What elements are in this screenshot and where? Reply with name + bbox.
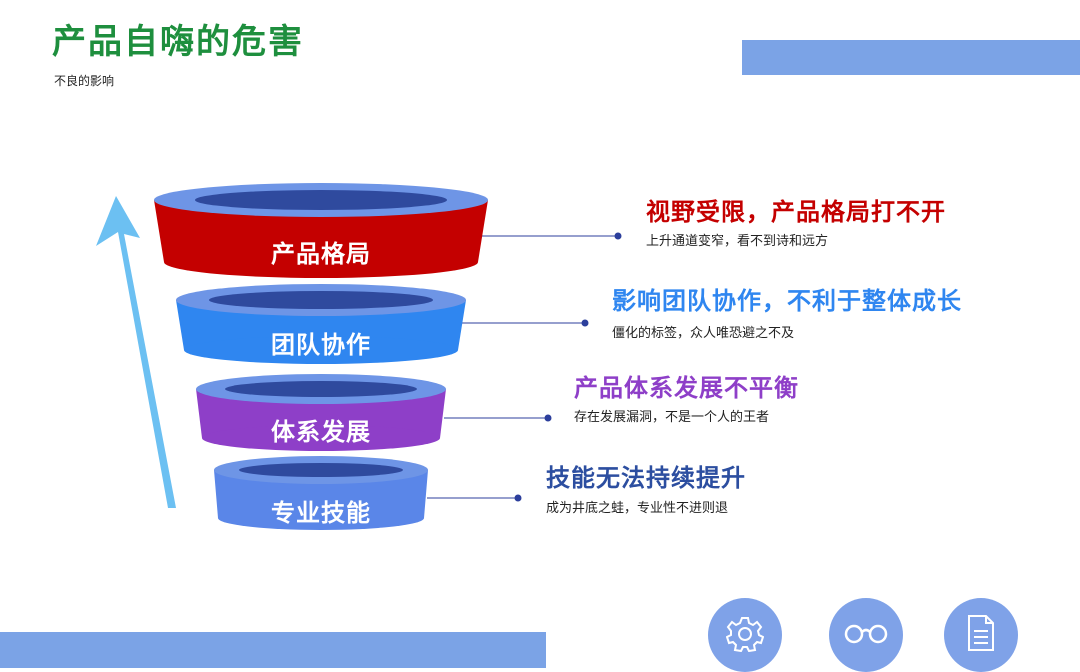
funnel-label-2: 团队协作 (271, 330, 371, 359)
connector-lines (427, 232, 622, 502)
point-text-3: 存在发展漏洞，不是一个人的王者 (574, 410, 770, 425)
up-arrow (96, 196, 176, 508)
view-button[interactable] (829, 598, 903, 672)
settings-button[interactable] (708, 598, 782, 672)
point-text-1: 上升通道变窄，看不到诗和远方 (646, 234, 829, 249)
point-title-1: 视野受限，产品格局打不开 (646, 197, 946, 226)
funnel-layer-2 (176, 284, 466, 364)
document-icon (966, 614, 996, 656)
funnel-layer-3 (196, 374, 446, 451)
connector-dot-3 (544, 414, 552, 422)
funnel-layer-4 (214, 456, 428, 530)
point-title-4: 技能无法持续提升 (546, 463, 746, 492)
glasses-icon (843, 618, 889, 652)
document-button[interactable] (944, 598, 1018, 672)
connector-dot-2 (581, 319, 589, 327)
point-title-2: 影响团队协作，不利于整体成长 (612, 286, 962, 315)
top-accent-bar (742, 40, 1080, 75)
funnel-label-3: 体系发展 (271, 417, 371, 446)
gear-icon (725, 614, 765, 656)
point-text-2: 僵化的标签，众人唯恐避之不及 (612, 326, 795, 341)
funnel-label-4: 专业技能 (271, 498, 371, 527)
point-text-4: 成为井底之蛙，专业性不进则退 (546, 501, 729, 516)
connector-dot-4 (514, 494, 522, 502)
page-title: 产品自嗨的危害 (52, 22, 304, 62)
page-subtitle: 不良的影响 (54, 74, 115, 88)
bottom-accent-bar (0, 632, 546, 668)
funnel-layer-1 (154, 183, 488, 278)
point-title-3: 产品体系发展不平衡 (574, 373, 799, 402)
connector-dot-1 (614, 232, 622, 240)
funnel-label-1: 产品格局 (271, 239, 371, 268)
